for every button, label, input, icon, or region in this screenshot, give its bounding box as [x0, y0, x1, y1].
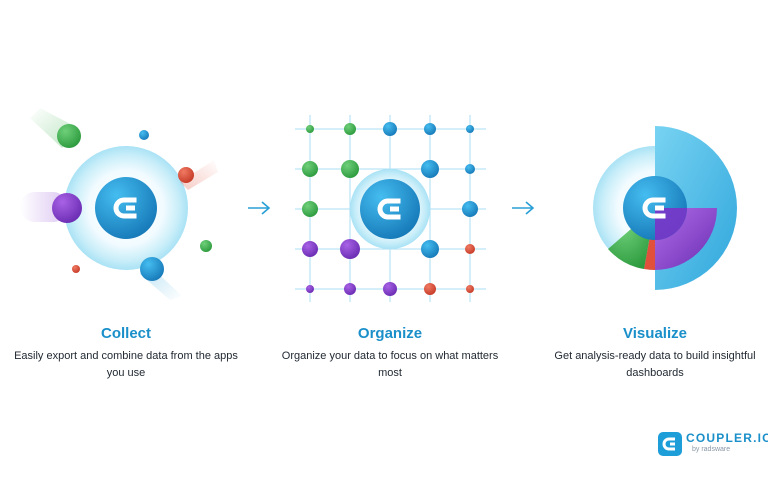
grid-dot — [424, 283, 436, 295]
grid-dot — [306, 125, 314, 133]
grid-dot — [466, 285, 474, 293]
grid-dot — [462, 201, 478, 217]
brand-name: COUPLER.IO — [686, 431, 768, 445]
grid-dot — [465, 164, 475, 174]
data-dot-purple — [52, 193, 82, 223]
data-dot-blue — [140, 257, 164, 281]
coupler-brand-logo: COUPLER.IO by radsware — [658, 430, 768, 460]
visualize-illustration — [593, 126, 737, 290]
grid-dot — [302, 161, 318, 177]
grid-dot — [421, 160, 439, 178]
data-dot-green — [200, 240, 212, 252]
collect-illustration — [20, 108, 218, 300]
step-description-visualize: Get analysis-ready data to build insight… — [554, 350, 756, 379]
organize-illustration — [295, 115, 486, 302]
data-dot-green — [57, 124, 81, 148]
step-title-visualize: Visualize — [623, 325, 687, 342]
step-description-collect: Easily export and combine data from the … — [14, 350, 238, 379]
arrow-right-icon — [512, 201, 535, 215]
grid-dot — [302, 201, 318, 217]
grid-dot — [424, 123, 436, 135]
coupler-logo-icon — [658, 432, 682, 456]
arrow-right-icon — [248, 201, 271, 215]
step-description-organize: Organize your data to focus on what matt… — [281, 350, 499, 379]
data-dot-blue — [139, 130, 149, 140]
grid-dot — [465, 244, 475, 254]
data-dot-red — [72, 265, 80, 273]
step-title-collect: Collect — [100, 325, 151, 342]
grid-dot — [302, 241, 318, 257]
grid-dot — [383, 282, 397, 296]
data-dot-red — [178, 167, 194, 183]
grid-dot — [421, 240, 439, 258]
grid-dot — [344, 283, 356, 295]
grid-dot — [383, 122, 397, 136]
grid-dot — [340, 239, 360, 259]
grid-dot — [466, 125, 474, 133]
grid-dot — [344, 123, 356, 135]
brand-tagline: by radsware — [692, 446, 731, 453]
motion-trail — [180, 160, 218, 190]
illustrations — [20, 108, 737, 302]
grid-dot — [306, 285, 314, 293]
step-title-organize: Organize — [357, 325, 423, 342]
grid-dot — [341, 160, 359, 178]
